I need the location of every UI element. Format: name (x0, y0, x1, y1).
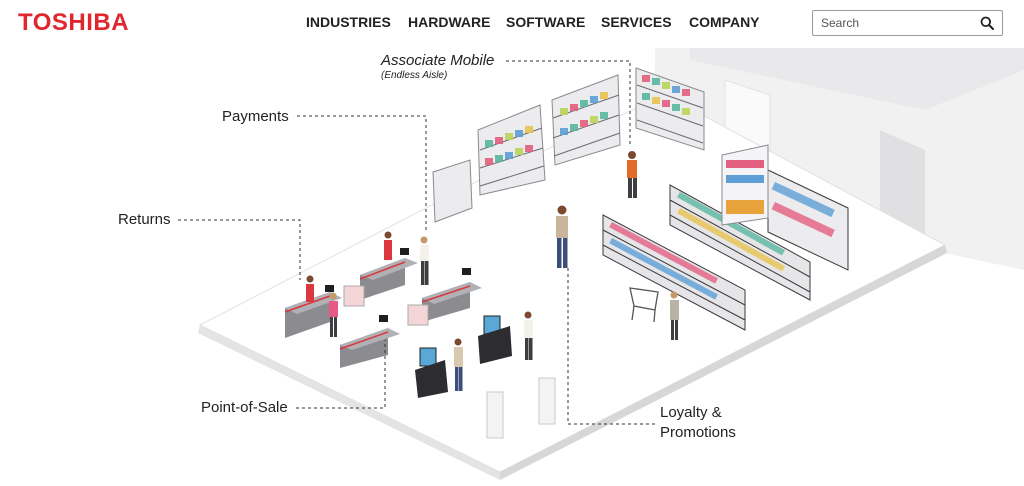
associate-mobile-person (627, 151, 637, 198)
cashier-1 (306, 275, 314, 302)
customer-2 (420, 236, 429, 285)
search-icon[interactable] (980, 16, 994, 30)
promo-display-2 (407, 304, 429, 326)
nav-item-industries[interactable]: INDUSTRIES (306, 14, 391, 30)
shopping-cart (629, 287, 659, 323)
fridge-display (721, 144, 769, 226)
label-promotions: Promotions (660, 424, 736, 441)
floor-edge-right (500, 245, 947, 480)
nav-item-company[interactable]: COMPANY (689, 14, 760, 30)
nav-item-services[interactable]: SERVICES (601, 14, 672, 30)
label-point-of-sale: Point-of-Sale (201, 399, 288, 416)
aisle-right-3 (767, 169, 849, 271)
self-checkout-kiosk-2 (478, 315, 512, 364)
cashier-2 (384, 231, 392, 260)
shelf-back-1 (477, 104, 546, 196)
store-floor-graphic (178, 48, 1024, 480)
promo-display-1 (343, 285, 365, 307)
shelf-left-small (432, 159, 473, 223)
pos-terminal-4 (379, 315, 388, 322)
customer-1 (329, 292, 338, 337)
digital-sign-2 (538, 377, 556, 425)
customer-kiosk-1 (454, 338, 463, 391)
pos-terminal-3 (462, 268, 471, 275)
back-wall-top (690, 48, 1024, 110)
pos-line (296, 340, 386, 409)
digital-sign-1 (486, 391, 504, 439)
nav-item-software[interactable]: SOFTWARE (506, 14, 586, 30)
pos-terminal-2 (400, 248, 409, 255)
nav-item-hardware[interactable]: HARDWARE (408, 14, 491, 30)
checkout-counter-2 (359, 258, 418, 300)
payments-line (297, 115, 427, 230)
label-returns: Returns (118, 211, 171, 228)
shelf-back-3 (635, 67, 705, 151)
label-endless-aisle: (Endless Aisle) (381, 70, 448, 81)
shopper-right (670, 291, 679, 340)
label-loyalty: Loyalty & (660, 404, 722, 421)
label-payments: Payments (222, 108, 289, 125)
search-box (812, 10, 1003, 36)
loyalty-line (567, 268, 655, 425)
checkout-counter-4 (339, 328, 400, 368)
customer-kiosk-2 (524, 311, 533, 360)
store-illustration: Associate Mobile (Endless Aisle) Payment… (0, 47, 1024, 486)
label-associate-mobile: Associate Mobile (381, 52, 495, 69)
associate-mobile-line (506, 60, 631, 145)
callout-lines (178, 60, 655, 425)
wall-window-2 (880, 130, 925, 240)
self-checkout-kiosk-1 (415, 347, 448, 398)
shopper-center (556, 205, 568, 268)
site-header: TOSHIBA INDUSTRIES HARDWARE SOFTWARE SER… (0, 0, 1024, 47)
search-input[interactable] (821, 14, 971, 32)
aisle-right-1 (602, 214, 746, 331)
floor-edge-left (198, 325, 500, 480)
checkout-counter-1 (284, 292, 342, 338)
returns-line (178, 219, 301, 280)
pos-terminal-1 (325, 285, 334, 292)
toshiba-logo[interactable]: TOSHIBA (18, 9, 130, 36)
checkout-counter-3 (421, 282, 482, 322)
